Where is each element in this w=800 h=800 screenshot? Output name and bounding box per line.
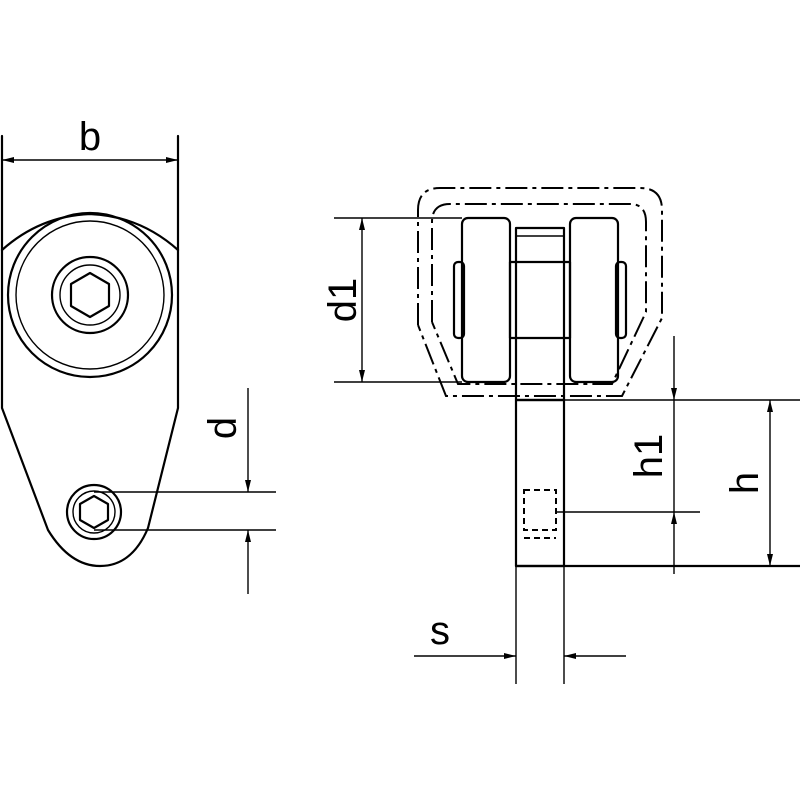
hidden-mount-hole [523,489,557,531]
dimension-h: h [723,400,773,566]
roller-hub-circle [50,255,130,335]
dimension-h1: h1 [556,336,700,574]
side-view-body-outline [0,134,180,568]
side-view-top-edge [0,212,180,252]
left-wheel [460,216,512,384]
front-view [417,187,800,568]
label-d1: d1 [321,278,365,323]
axle [508,260,572,340]
dimension-b: b [1,115,179,163]
left-wheel-hub [452,260,466,340]
central-plate [514,398,566,568]
dimension-s: s [414,566,626,684]
label-h1: h1 [627,434,671,479]
central-plate-top [514,226,566,402]
right-wheel-hub [614,260,628,340]
side-view [0,134,180,568]
label-b: b [79,115,101,159]
hex-socket-top [69,271,111,319]
label-h: h [723,472,767,494]
mount-hole-inner-circle [72,490,116,534]
label-d: d [201,417,245,439]
roller-outer-circle [6,211,174,379]
rail-outline [417,187,663,397]
rail-inner-outline [431,203,647,385]
right-wheel [568,216,620,384]
dimension-d1: d1 [321,217,462,383]
hex-socket-bottom [78,494,110,530]
dimension-d: d [94,388,276,594]
roller-hub-inner-circle [59,264,121,326]
label-s: s [430,609,450,653]
mount-hole-outer-circle [65,483,123,541]
roller-inner-circle [15,220,165,370]
